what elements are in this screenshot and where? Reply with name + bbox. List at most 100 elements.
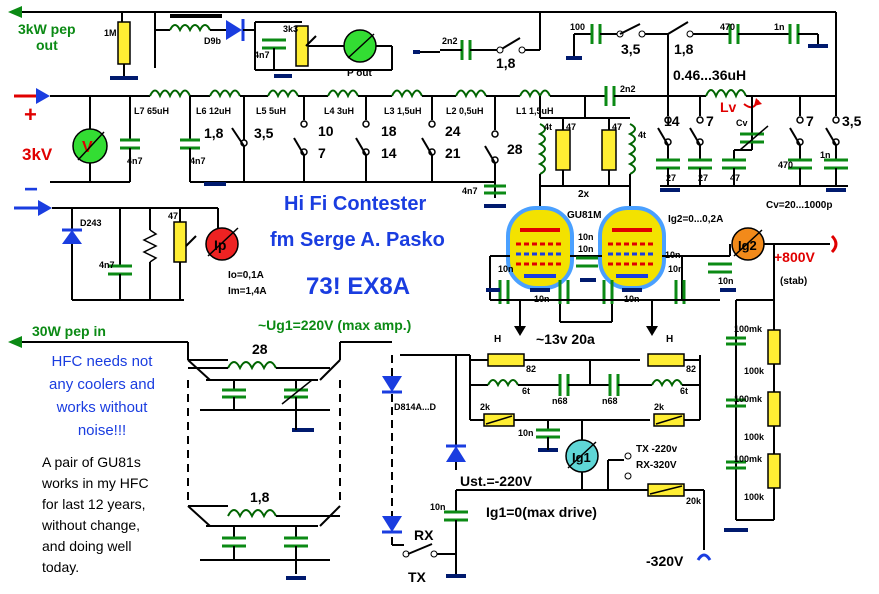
sw-7-label: 7 (318, 145, 326, 161)
r-20k-label: 20k (686, 496, 702, 506)
power-detector: 1M D9b 4n7 3k3 P out (104, 12, 393, 80)
c-1n-top-label: 1n (774, 22, 785, 32)
story-line-3: for last 12 years, (42, 496, 146, 512)
hv-3kv-label: 3kV (22, 145, 53, 164)
story-line-6: today. (42, 559, 80, 575)
tank-coils: L7 65uH L6 12uH L5 5uH L4 3uH L3 1,5uH L… (14, 84, 836, 116)
ig1-meter-label: Ig1 (572, 450, 591, 465)
c-10n-1-label: 10n (498, 264, 514, 274)
io-label: Io=0,1A (228, 270, 264, 281)
sw-10-label: 10 (318, 123, 334, 139)
c-2n2-mid-label: 2n2 (620, 84, 636, 94)
c-10n-2-label: 10n (534, 294, 550, 304)
coil-l2-label: L2 0,5uH (446, 106, 484, 116)
coil-l5-label: L5 5uH (256, 106, 286, 116)
tx-v-label: TX -220v (636, 444, 678, 455)
sw-14-right-label: 14 (664, 113, 680, 129)
d243-label: D243 (80, 218, 102, 228)
coil-6t-b-label: 6t (680, 386, 688, 396)
sw-35-top-label: 3,5 (621, 41, 641, 57)
c-4n7-a-label: 4n7 (127, 156, 143, 166)
coil-l4-label: L4 3uH (324, 106, 354, 116)
ip-meter-label: Ip (214, 237, 226, 253)
title-line1: Hi Fi Contester (284, 193, 426, 215)
ust-label: Ust.=-220V (460, 473, 533, 489)
ig1-zero-label: Ig1=0(max drive) (486, 504, 597, 520)
input-band-28-label: 28 (252, 341, 268, 357)
im-label: Im=1,4A (228, 286, 267, 297)
r-82b-label: 82 (686, 364, 696, 374)
story-line-1: A pair of GU81s (42, 454, 141, 470)
c-27b-label: 27 (698, 173, 708, 183)
input-network: 28 1,8 (8, 336, 392, 580)
c-10n-5-label: 10n (624, 294, 640, 304)
c-10n-6-label: 10n (668, 264, 684, 274)
story-line-5: and doing well (42, 538, 132, 554)
c-4n7-det-label: 4n7 (254, 50, 270, 60)
c-1nb-label: 1n (820, 150, 831, 160)
c-27a-label: 27 (666, 173, 676, 183)
div-100k-3-label: 100k (744, 492, 765, 502)
sw-7-right-label: 7 (706, 113, 714, 129)
div-100mk-1-label: 100mk (734, 324, 763, 334)
c-4n7-b-label: 4n7 (190, 156, 206, 166)
title-line3: 73! EX8A (306, 273, 410, 300)
cv-label: Cv (736, 118, 748, 128)
c-10n-4-label: 10n (578, 244, 594, 254)
hfc-note-line-1: HFC needs not (51, 353, 153, 370)
b800-note-label: (stab) (780, 276, 807, 287)
tube-section: 4t 47 47 4t 2x GU81M (486, 96, 736, 347)
band-switches: 4n7 4n7 4n7 1,8 3,5 10 7 18 14 24 21 28 (89, 96, 523, 208)
r-1m-label: 1M (104, 28, 117, 38)
tx-label: TX (408, 569, 427, 585)
c-2n2-top: 2n2 1,8 (413, 12, 541, 71)
pi-output-section: 14 7 7 3,5 Cv 27 27 47 470 1n Cv=20...10… (656, 96, 862, 211)
coil-6t-a-label: 6t (522, 386, 530, 396)
r-47-ip-label: 47 (168, 211, 178, 221)
d9b-label: D9b (204, 36, 222, 46)
v-meter-label: V (82, 139, 93, 156)
coil-l6-label: L6 12uH (196, 106, 231, 116)
rx-label: RX (414, 527, 434, 543)
c-4n7-c-label: 4n7 (462, 186, 478, 196)
heater-label: ~13v 20a (536, 331, 595, 347)
b800-label: +800V (774, 249, 816, 265)
hv-minus-label: − (24, 176, 38, 203)
div-100mk-2-label: 100mk (734, 394, 763, 404)
sw-14-label: 14 (381, 145, 397, 161)
sw-21-label: 21 (445, 145, 461, 161)
r-2kb-label: 2k (654, 402, 665, 412)
hv-input: + 3kV − V (22, 102, 131, 203)
sw-18-right-label: 1,8 (674, 41, 694, 57)
rx-v-label: RX-320V (636, 460, 677, 471)
tube-count-label: 2x (578, 189, 590, 200)
cv-range-label: Cv=20...1000p (766, 200, 832, 211)
bias-switch: D814A...D 10n RX TX (382, 354, 470, 585)
input-band-18-label: 1,8 (250, 489, 270, 505)
r-47b-label: 47 (612, 122, 622, 132)
c-10n-3-label: 10n (578, 232, 594, 242)
h-right-label: H (666, 334, 673, 345)
c-470b-label: 470 (778, 160, 793, 170)
c-10n-grid-label: 10n (518, 428, 534, 438)
coil-l1-label: L1 1,5uH (516, 106, 554, 116)
c-10n-7-label: 10n (718, 276, 734, 286)
right-top-caps: 100 3,5 1,8 470 1n 0.46...36uH (566, 21, 828, 96)
out-label-1: 3kW pep (18, 21, 76, 37)
p-out-label: P out (347, 68, 372, 79)
ig2-range-label: Ig2=0...0,2A (668, 214, 723, 225)
hfc-note-line-4: noise!!! (77, 422, 127, 439)
sw-18-label: 1,8 (204, 125, 224, 141)
hfc-note-line-2: any coolers and (49, 376, 155, 393)
hv-plus-label: + (24, 102, 37, 127)
output-bus (8, 6, 837, 96)
neg-320-label: -320V (646, 553, 684, 569)
sw-7-far-label: 7 (806, 113, 814, 129)
c-47-label: 47 (730, 173, 740, 183)
ip-circuit: Ip D243 4n7 47 Io=0,1A Im=1,4A (14, 200, 267, 301)
div-100k-2-label: 100k (744, 432, 765, 442)
hfc-note-line-3: works without (56, 399, 148, 416)
div-100k-1-label: 100k (744, 366, 765, 376)
sw-18-top-label: 1,8 (496, 55, 516, 71)
